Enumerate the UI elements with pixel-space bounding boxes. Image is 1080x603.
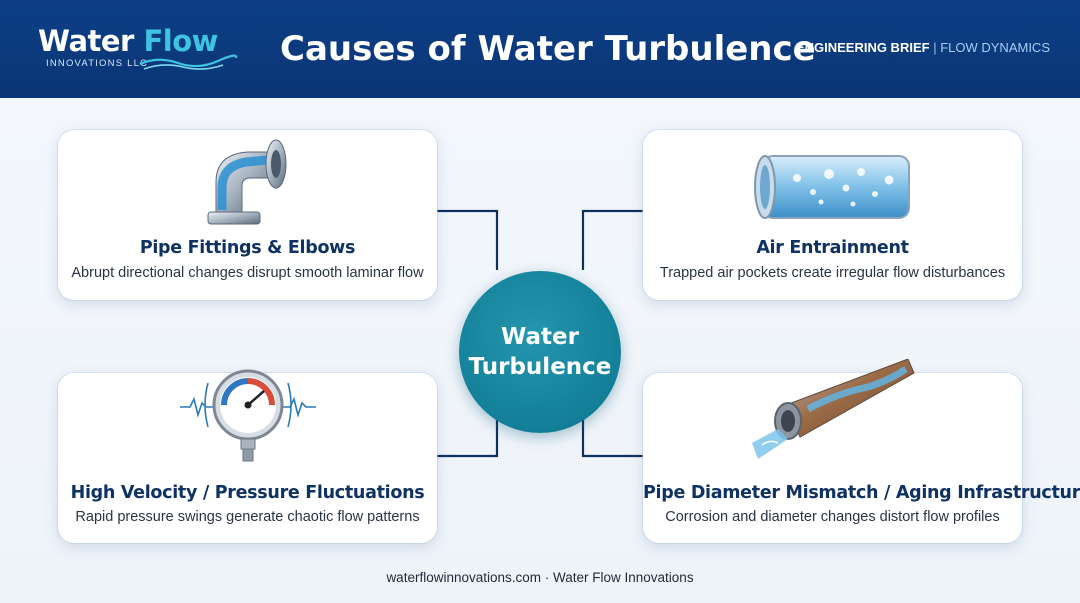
card-title: Air Entrainment (756, 238, 909, 258)
footer-text[interactable]: waterflowinnovations.com · Water Flow In… (386, 570, 694, 585)
card-title: Pipe Diameter Mismatch / Aging Infrastru… (643, 483, 1080, 503)
hub-line-2: Turbulence (468, 354, 612, 380)
header-banner: Water Flow INNOVATIONS LLC Causes of Wat… (0, 0, 1080, 98)
pressure-gauge-icon (179, 369, 316, 462)
cause-card-high-velocity: High Velocity / Pressure Fluctuations Ra… (58, 369, 437, 543)
card-description: Abrupt directional changes disrupt smoot… (71, 265, 424, 281)
card-title: Pipe Fittings & Elbows (139, 238, 356, 258)
card-description: Corrosion and diameter changes distort f… (665, 509, 1000, 525)
brief-type: ENGINEERING BRIEF (795, 40, 930, 55)
cause-card-air-entrainment: Air Entrainment Trapped air pockets crea… (643, 130, 1022, 300)
card-description: Rapid pressure swings generate chaotic f… (75, 509, 420, 525)
brief-topic: FLOW DYNAMICS (940, 40, 1050, 55)
page-title: Causes of Water Turbulence (280, 29, 816, 69)
logo-subtitle: INNOVATIONS LLC (46, 58, 149, 69)
cause-card-diameter-mismatch: Pipe Diameter Mismatch / Aging Infrastru… (643, 359, 1080, 543)
logo-word-flow: Flow (143, 24, 218, 58)
brief-label: ENGINEERING BRIEF | FLOW DYNAMICS (796, 40, 1050, 55)
central-hub: Water Turbulence (459, 271, 621, 433)
logo-word-water: Water (38, 24, 134, 58)
brief-separator: | (933, 40, 937, 55)
corroded-pipe-icon (751, 359, 915, 459)
hub-label: Water Turbulence (465, 322, 615, 382)
pipe-elbow-icon (207, 139, 286, 225)
logo-wordmark: Water Flow (38, 24, 218, 58)
company-logo[interactable]: Water Flow INNOVATIONS LLC (38, 24, 238, 74)
hub-line-1: Water (500, 324, 579, 350)
aerated-pipe-icon (753, 155, 910, 219)
wave-icon (139, 54, 238, 70)
card-title: High Velocity / Pressure Fluctuations (70, 483, 425, 503)
card-description: Trapped air pockets create irregular flo… (659, 265, 1006, 281)
cause-card-pipe-fittings: Pipe Fittings & Elbows Abrupt directiona… (58, 130, 437, 300)
